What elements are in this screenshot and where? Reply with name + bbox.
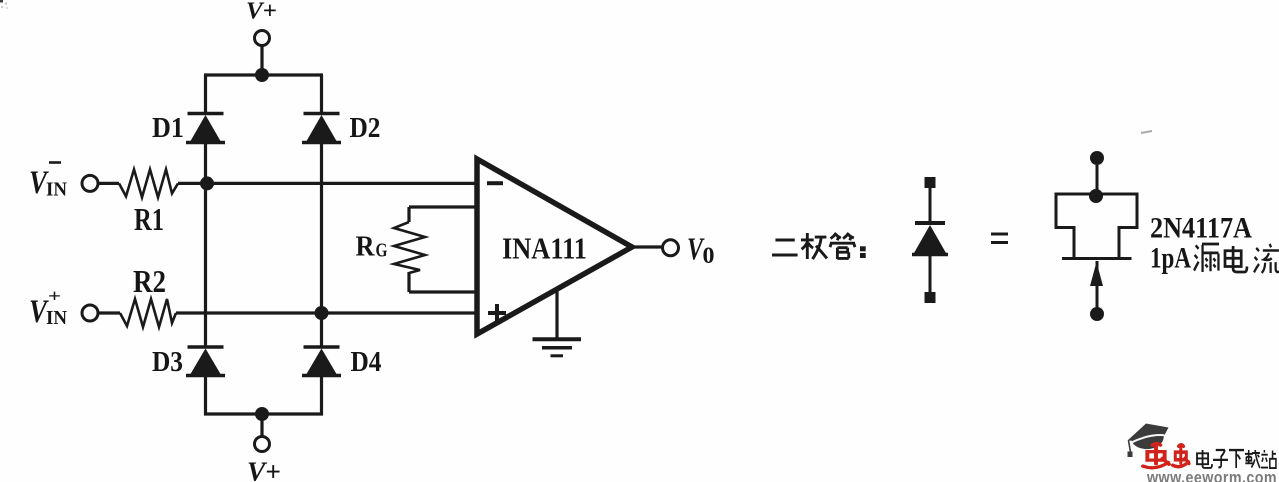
svg-text:+: +	[48, 286, 61, 306]
svg-text:1pA: 1pA	[1150, 242, 1191, 275]
svg-text:D4: D4	[351, 346, 382, 378]
svg-text:IN: IN	[46, 179, 68, 201]
svg-text:D3: D3	[152, 346, 183, 378]
svg-text:0: 0	[703, 243, 715, 268]
svg-text:R2: R2	[133, 263, 166, 299]
svg-text:G: G	[376, 240, 388, 262]
svg-text:R: R	[356, 231, 376, 263]
svg-text:R1: R1	[134, 201, 164, 237]
svg-text:INA111: INA111	[502, 231, 587, 266]
svg-text:V+: V+	[246, 0, 277, 25]
svg-text:V: V	[687, 231, 705, 267]
svg-text:2N4117A: 2N4117A	[1150, 212, 1252, 245]
svg-text:D2: D2	[350, 112, 381, 144]
svg-text:IN: IN	[46, 307, 68, 329]
svg-text:www.eeworm.com: www.eeworm.com	[1146, 468, 1277, 482]
svg-text:V: V	[29, 165, 49, 201]
svg-text:V+: V+	[247, 457, 281, 482]
svg-text:D1: D1	[152, 112, 184, 144]
svg-text:V: V	[29, 294, 49, 330]
